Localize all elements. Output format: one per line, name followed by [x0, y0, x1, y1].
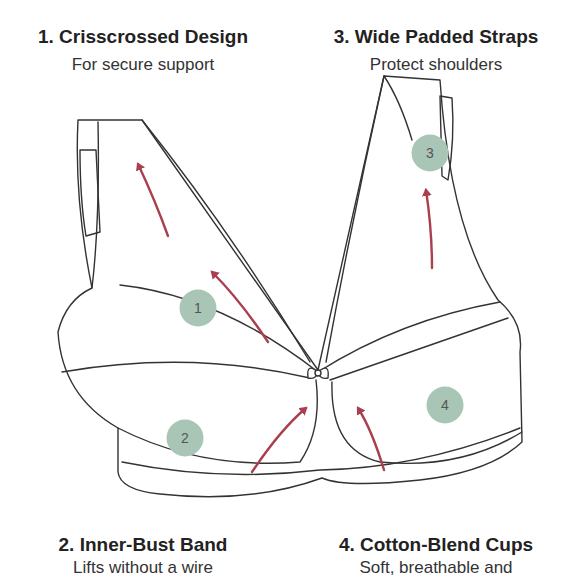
feature-heading: 4. Cotton-Blend Cups: [339, 534, 533, 556]
feature-subtext: Protect shoulders: [370, 55, 502, 75]
feature-subtext: For secure support: [72, 55, 215, 75]
feature-heading: 3. Wide Padded Straps: [334, 26, 539, 48]
callout-circle: 3: [411, 134, 449, 172]
callout-number: 4: [426, 386, 464, 424]
feature-subtext: Lifts without a wire: [73, 558, 213, 578]
feature-subtext: Soft, breathable and: [359, 558, 512, 578]
callout-circle: 1: [179, 289, 217, 327]
callout-number: 1: [179, 289, 217, 327]
callout-circle: 2: [166, 419, 204, 457]
callout-number: 2: [166, 419, 204, 457]
feature-heading: 2. Inner-Bust Band: [59, 534, 228, 556]
callout-circle: 4: [426, 386, 464, 424]
callout-number: 3: [411, 134, 449, 172]
feature-heading: 1. Crisscrossed Design: [38, 26, 248, 48]
